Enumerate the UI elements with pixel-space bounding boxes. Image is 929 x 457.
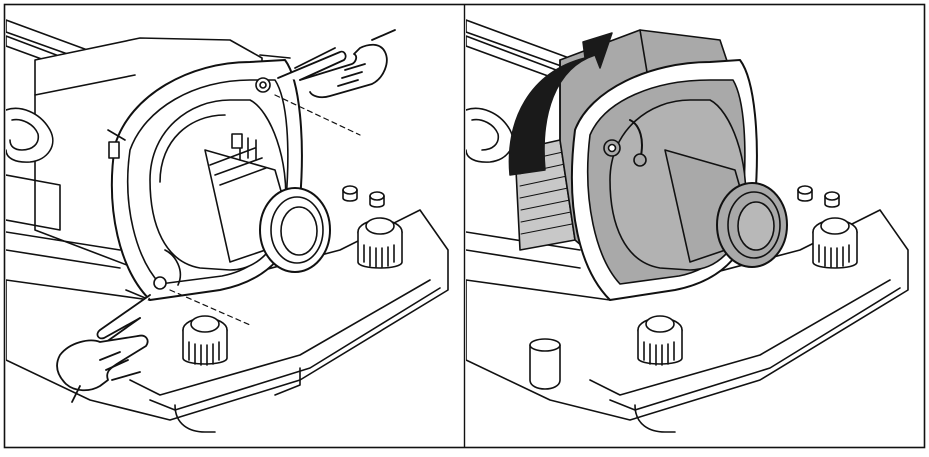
release-latch (153, 77, 271, 290)
rotate-arrow-icon (508, 32, 613, 176)
small-bolts (342, 185, 385, 208)
camera-housing-body (466, 107, 581, 269)
housing-base-tray (466, 209, 909, 433)
lens-assembly (149, 99, 331, 273)
gear-knob-right (357, 217, 403, 269)
gear-knob-left (637, 315, 683, 366)
small-bolts (797, 185, 840, 208)
gear-knob-left (182, 315, 228, 366)
gear-knob-right (812, 217, 858, 269)
panel-left (6, 19, 449, 433)
pointing-hand-icon (277, 29, 396, 99)
guide-lines (169, 94, 361, 326)
panel-right (466, 19, 909, 433)
pinch-hand-icon (56, 294, 151, 403)
lens-holder-highlighted (514, 29, 788, 301)
